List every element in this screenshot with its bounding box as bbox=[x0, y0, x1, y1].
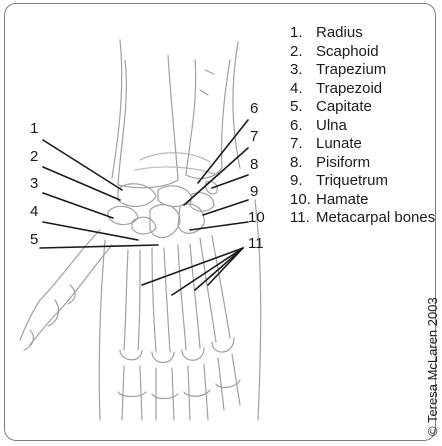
legend-label: Pisiform bbox=[316, 154, 440, 173]
legend-item: 7. Lunate bbox=[290, 135, 440, 154]
legend-item: 3. Trapezium bbox=[290, 61, 440, 80]
leader-line-10 bbox=[190, 222, 248, 230]
legend-number: 2. bbox=[290, 43, 316, 62]
metacarpal-4 bbox=[200, 236, 230, 342]
legend-number: 6. bbox=[290, 117, 316, 136]
callout-3: 3 bbox=[30, 176, 38, 192]
legend-label: Lunate bbox=[316, 135, 440, 154]
leader-line-9 bbox=[203, 200, 248, 215]
legend-number: 1. bbox=[290, 24, 316, 43]
legend-number: 11. bbox=[290, 209, 316, 228]
legend-item: 9. Triquetrum bbox=[290, 172, 440, 191]
callout-8: 8 bbox=[250, 157, 258, 173]
legend-item: 5. Capitate bbox=[290, 98, 440, 117]
legend-item: 1. Radius bbox=[290, 24, 440, 43]
metacarpal-3 bbox=[178, 244, 200, 350]
leader-line-11a bbox=[142, 248, 243, 285]
legend-label: Trapezoid bbox=[316, 80, 440, 99]
legend-number: 5. bbox=[290, 98, 316, 117]
capitate-shape bbox=[150, 205, 180, 238]
legend-item: 8. Pisiform bbox=[290, 154, 440, 173]
legend-item: 10. Hamate bbox=[290, 191, 440, 210]
callout-6: 6 bbox=[250, 101, 258, 117]
callout-1: 1 bbox=[30, 121, 38, 137]
legend-number: 8. bbox=[290, 154, 316, 173]
legend-number: 10. bbox=[290, 191, 316, 210]
callout-9: 9 bbox=[250, 184, 258, 200]
callout-11: 11 bbox=[248, 236, 264, 252]
legend-item: 2. Scaphoid bbox=[290, 43, 440, 62]
copyright-notice: © Teresa McLaren 2003 bbox=[425, 297, 440, 436]
legend-label: Capitate bbox=[316, 98, 440, 117]
callout-10: 10 bbox=[248, 210, 265, 226]
legend-label: Ulna bbox=[316, 117, 440, 136]
leader-line-8 bbox=[212, 175, 248, 188]
leader-line-11d bbox=[208, 248, 243, 285]
trapezoid-shape bbox=[132, 217, 156, 234]
legend-label: Hamate bbox=[316, 191, 440, 210]
metacarpal-1 bbox=[124, 250, 140, 350]
legend-item: 4. Trapezoid bbox=[290, 80, 440, 99]
legend-number: 9. bbox=[290, 172, 316, 191]
trapezium-shape bbox=[108, 206, 138, 224]
legend-label: Trapezium bbox=[316, 61, 440, 80]
legend-item: 11. Metacarpal bones bbox=[290, 209, 440, 228]
callout-4: 4 bbox=[30, 204, 38, 220]
leader-line-3 bbox=[43, 193, 113, 218]
metacarpal-2 bbox=[152, 248, 170, 352]
leader-line-6 bbox=[198, 120, 248, 183]
legend-label: Metacarpal bones bbox=[316, 209, 440, 228]
leader-line-1 bbox=[43, 140, 122, 190]
leader-line-7 bbox=[184, 148, 248, 205]
legend-label: Scaphoid bbox=[316, 43, 440, 62]
legend-number: 7. bbox=[290, 135, 316, 154]
callout-7: 7 bbox=[250, 129, 258, 145]
legend-number: 3. bbox=[290, 61, 316, 80]
legend-label: Triquetrum bbox=[316, 172, 440, 191]
leader-line-5 bbox=[40, 245, 158, 248]
legend-item: 6. Ulna bbox=[290, 117, 440, 136]
callout-2: 2 bbox=[30, 149, 38, 165]
legend-list: 1. Radius 2. Scaphoid 3. Trapezium 4. Tr… bbox=[290, 24, 440, 228]
legend-number: 4. bbox=[290, 80, 316, 99]
legend-label: Radius bbox=[316, 24, 440, 43]
leader-line-2 bbox=[43, 167, 120, 200]
callout-5: 5 bbox=[30, 232, 38, 248]
